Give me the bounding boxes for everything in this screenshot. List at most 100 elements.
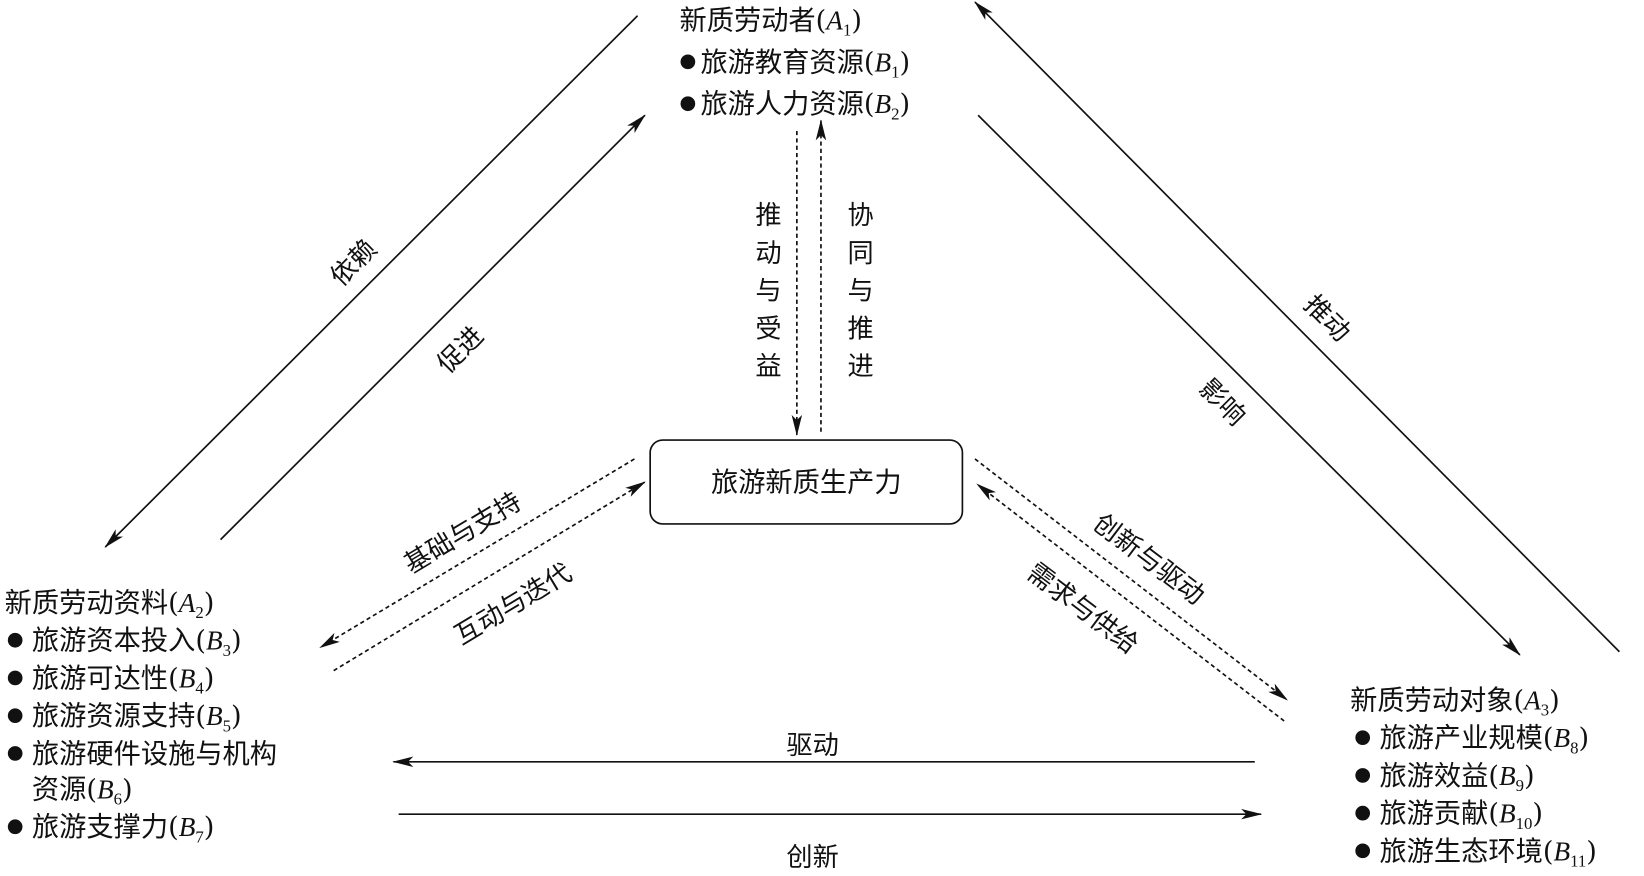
indicator-item: 旅游资源支持(B5) — [7, 701, 242, 735]
indicator-item: 旅游生态环境(B11) — [1355, 836, 1597, 871]
bullet-icon — [7, 670, 23, 686]
indicator-text: 旅游支撑力 — [32, 812, 168, 843]
paren: ( — [1488, 799, 1499, 830]
arrow-line — [974, 1, 1621, 653]
paren: ) — [900, 47, 911, 78]
paren: ) — [1549, 685, 1560, 716]
indicator-text: 旅游人力资源 — [700, 89, 863, 120]
bullet-icon — [7, 819, 23, 835]
paren: ( — [195, 626, 206, 657]
edge-label: 创新 — [786, 843, 838, 873]
bullet-icon — [680, 96, 696, 112]
indicator-label: 旅游硬件设施与机构 — [32, 739, 277, 770]
arrow-line — [976, 483, 1285, 722]
edge-xuqiu-gongji: 需求与供给 — [976, 483, 1285, 722]
bullet-icon — [1355, 768, 1371, 783]
node-right: 新质劳动对象(A3)旅游产业规模(B8)旅游效益(B9)旅游贡献(B10)旅游生… — [1350, 685, 1597, 870]
indicator-text: 旅游贡献 — [1379, 799, 1488, 830]
variable-subscript: 2 — [891, 104, 899, 123]
variable-subscript: 3 — [223, 641, 231, 660]
variable-subscript: 9 — [1516, 776, 1524, 795]
indicator-text: 旅游硬件设施与机构 — [32, 739, 277, 770]
indicator-label: 旅游效益(B9) — [1379, 761, 1534, 795]
variable-symbol: A — [824, 5, 843, 35]
variable-subscript: 10 — [1516, 814, 1533, 833]
variable-symbol: B — [97, 774, 114, 804]
paren: ( — [1514, 685, 1525, 716]
indicator-item: 旅游人力资源(B2) — [680, 89, 910, 123]
arrow-line — [219, 114, 646, 541]
variable-subscript: 5 — [223, 716, 231, 735]
edge-yilai: 依赖 — [104, 15, 639, 548]
indicator-label: 旅游资源支持(B5) — [32, 701, 242, 735]
node-title: 新质劳动对象(A3) — [1350, 685, 1560, 719]
variable-symbol: B — [1499, 761, 1516, 791]
bullet-icon — [1355, 843, 1371, 859]
node-title-text: 新质劳动者 — [679, 5, 815, 36]
paren: ( — [864, 47, 875, 78]
variable-symbol: B — [874, 89, 891, 119]
indicator-item: 旅游支撑力(B7) — [7, 812, 214, 846]
node-title-text: 新质劳动对象 — [1350, 685, 1513, 716]
variable-subscript: 11 — [1570, 852, 1586, 871]
variable-subscript: 1 — [843, 21, 851, 40]
indicator-text: 旅游教育资源 — [700, 47, 863, 78]
variable-symbol: B — [1554, 723, 1571, 753]
arrow-line — [977, 114, 1521, 656]
paren: ( — [1543, 836, 1554, 867]
paren: ( — [1543, 723, 1554, 754]
indicator-text: 旅游资本投入 — [32, 626, 195, 657]
edge-label: 依赖 — [325, 234, 383, 292]
variable-symbol: B — [874, 47, 891, 77]
paren: ( — [168, 812, 179, 843]
arrow-line — [333, 481, 646, 672]
indicator-item: 旅游教育资源(B1) — [680, 47, 911, 82]
edge-label: 影响 — [1193, 374, 1251, 432]
paren: ( — [168, 663, 179, 694]
variable-subscript: 6 — [114, 790, 122, 809]
edge-cujin: 促进 — [219, 114, 646, 541]
variable-symbol: B — [206, 626, 223, 656]
edge-label: 协同与推进 — [843, 201, 874, 390]
variable-symbol: B — [179, 663, 196, 693]
bullet-icon — [1355, 730, 1371, 746]
center-box — [649, 439, 964, 525]
edge-tuidong-shouyi: 推动与受益 — [750, 130, 803, 436]
edge-label: 推动 — [1298, 290, 1356, 348]
variable-subscript: 1 — [891, 63, 899, 82]
indicator-text: 旅游生态环境 — [1379, 836, 1542, 867]
indicator-label: 旅游产业规模(B8) — [1379, 723, 1589, 757]
node-title: 新质劳动者(A1) — [679, 5, 861, 39]
paren: ) — [1579, 723, 1590, 754]
indicator-item: 旅游可达性(B4) — [7, 663, 214, 698]
indicator-item: 旅游贡献(B10) — [1355, 799, 1543, 833]
arrow-line — [104, 15, 639, 548]
paren: ( — [1488, 761, 1499, 792]
edge-label: 促进 — [432, 321, 490, 379]
edge-label: 基础与支持 — [399, 487, 527, 580]
variable-subscript: 3 — [1541, 701, 1549, 720]
indicator-item: 旅游资本投入(B3) — [7, 626, 242, 660]
paren: ( — [86, 774, 97, 805]
indicator-text: 旅游资源支持 — [32, 701, 195, 732]
center-label: 旅游新质生产力 — [711, 467, 902, 498]
edge-tuidong: 推动 — [974, 1, 1621, 653]
paren: ) — [231, 626, 242, 657]
node-title: 新质劳动资料(A2) — [5, 588, 215, 622]
indicator-item: 旅游产业规模(B8) — [1355, 723, 1589, 757]
edge-label: 互动与迭代 — [450, 558, 578, 651]
paren: ) — [1586, 836, 1597, 867]
variable-symbol: A — [1522, 685, 1541, 715]
node-top: 新质劳动者(A1)旅游教育资源(B1)旅游人力资源(B2) — [679, 5, 910, 123]
variable-subscript: 7 — [195, 827, 203, 846]
paren: ) — [1532, 799, 1543, 830]
paren: ( — [864, 89, 875, 120]
variable-symbol: B — [1499, 799, 1516, 829]
indicator-text: 资源 — [32, 774, 86, 805]
paren: ) — [204, 588, 215, 619]
indicator-label: 旅游人力资源(B2) — [700, 89, 910, 123]
edge-xietong-tuijin: 协同与推进 — [815, 119, 874, 432]
bullet-icon — [680, 54, 696, 70]
variable-symbol: A — [177, 588, 196, 618]
